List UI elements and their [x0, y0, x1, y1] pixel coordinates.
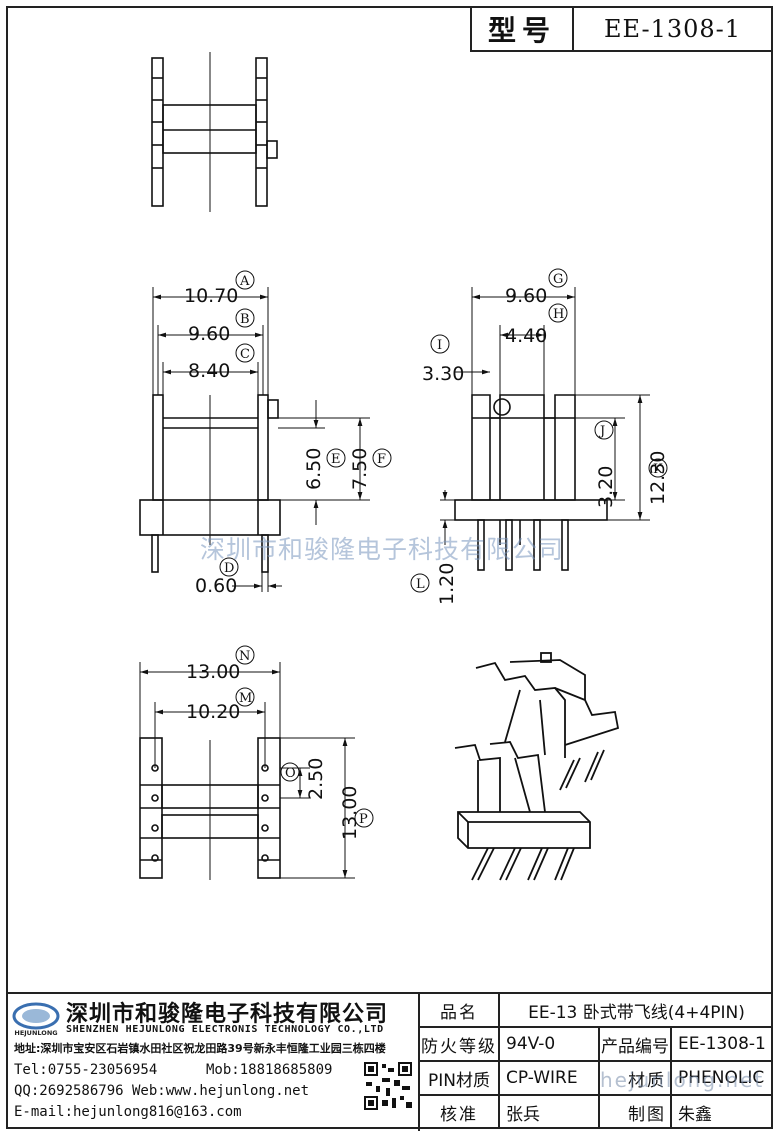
- model-value: EE-1308-1: [603, 15, 742, 43]
- drawing-frame: [6, 6, 773, 1129]
- company-tel: Tel:0755-23056954: [14, 1062, 158, 1078]
- model-box: 型号 EE-1308-1: [470, 6, 773, 52]
- company-mob: Mob:18818685809: [206, 1062, 333, 1078]
- svg-text:A: A: [239, 274, 250, 289]
- svg-text:F: F: [377, 452, 386, 467]
- svg-text:M: M: [239, 691, 252, 706]
- dim-f-value: 7.50: [349, 448, 371, 490]
- dim-h-value: 4.40: [505, 325, 547, 347]
- dim-m-value: 10.20: [186, 701, 240, 723]
- dim-c-value: 8.40: [188, 360, 230, 382]
- front-view: [139, 287, 370, 592]
- svg-text:K: K: [653, 462, 663, 477]
- title-block: HEJUNLONG 深圳市和骏隆电子科技有限公司 SHENZHEN HEJUNL…: [6, 992, 773, 1131]
- isometric-view: [454, 652, 620, 881]
- side-view: [440, 287, 650, 571]
- site-watermark: hejunlong.net: [600, 1068, 765, 1092]
- company-cn-name: 深圳市和骏隆电子科技有限公司: [66, 1002, 389, 1027]
- company-email: E-mail:hejunlong816@163.com: [14, 1104, 242, 1120]
- spec-row-material: PIN材质 CP-WIRE 材质 PHENOLIC: [420, 1062, 773, 1096]
- spec-row-name: 品名 EE-13 卧式带飞线(4+4PIN): [420, 994, 773, 1028]
- dim-p-value: 13.00: [339, 786, 361, 840]
- qr-code-icon: [362, 1060, 414, 1112]
- svg-text:J: J: [598, 424, 605, 439]
- svg-text:N: N: [239, 649, 250, 664]
- spec-row-fire: 防火等级 94V-0 产品编号 EE-1308-1: [420, 1028, 773, 1062]
- dim-n-value: 13.00: [186, 661, 240, 683]
- dim-o-value: 2.50: [305, 758, 327, 800]
- company-watermark: 深圳市和骏隆电子科技有限公司: [200, 535, 565, 564]
- company-en-name: SHENZHEN HEJUNLONG ELECTRONIS TECHNOLOGY…: [66, 1024, 384, 1035]
- dim-l-value: 1.20: [436, 563, 458, 605]
- svg-text:E: E: [331, 452, 341, 467]
- company-address: 地址:深圳市宝安区石岩镇水田社区祝龙田路39号新永丰恒隆工业园三栋四楼: [14, 1042, 386, 1055]
- spec-table: 品名 EE-13 卧式带飞线(4+4PIN) 防火等级 94V-0 产品编号 E…: [420, 994, 773, 1131]
- dim-i-value: 3.30: [422, 363, 464, 385]
- dim-j-value: 3.20: [595, 466, 617, 508]
- svg-text:I: I: [437, 338, 442, 353]
- dim-a-value: 10.70: [184, 285, 238, 307]
- svg-text:O: O: [285, 766, 296, 781]
- hejunlong-logo: HEJUNLONG: [12, 1002, 60, 1037]
- svg-text:H: H: [553, 307, 564, 322]
- spec-row-approval: 核准 张兵 制图 朱鑫: [420, 1096, 773, 1130]
- bottom-view: [139, 662, 355, 880]
- company-qq-web: QQ:2692586796 Web:www.hejunlong.net: [14, 1083, 310, 1099]
- svg-text:P: P: [359, 812, 368, 827]
- svg-text:C: C: [240, 347, 250, 362]
- dim-g-value: 9.60: [505, 285, 547, 307]
- dim-d-value: 0.60: [195, 575, 237, 597]
- model-label: 型号: [472, 8, 574, 50]
- svg-text:D: D: [224, 561, 234, 576]
- svg-text:HEJUNLONG: HEJUNLONG: [14, 1029, 57, 1037]
- svg-text:L: L: [416, 577, 425, 592]
- dim-k-value: 12.30: [647, 451, 669, 505]
- company-info: HEJUNLONG 深圳市和骏隆电子科技有限公司 SHENZHEN HEJUNL…: [6, 994, 420, 1131]
- dim-e-value: 6.50: [303, 448, 325, 490]
- dim-b-value: 9.60: [188, 323, 230, 345]
- svg-text:B: B: [240, 312, 250, 327]
- top-view: [151, 52, 278, 212]
- svg-text:G: G: [553, 272, 563, 287]
